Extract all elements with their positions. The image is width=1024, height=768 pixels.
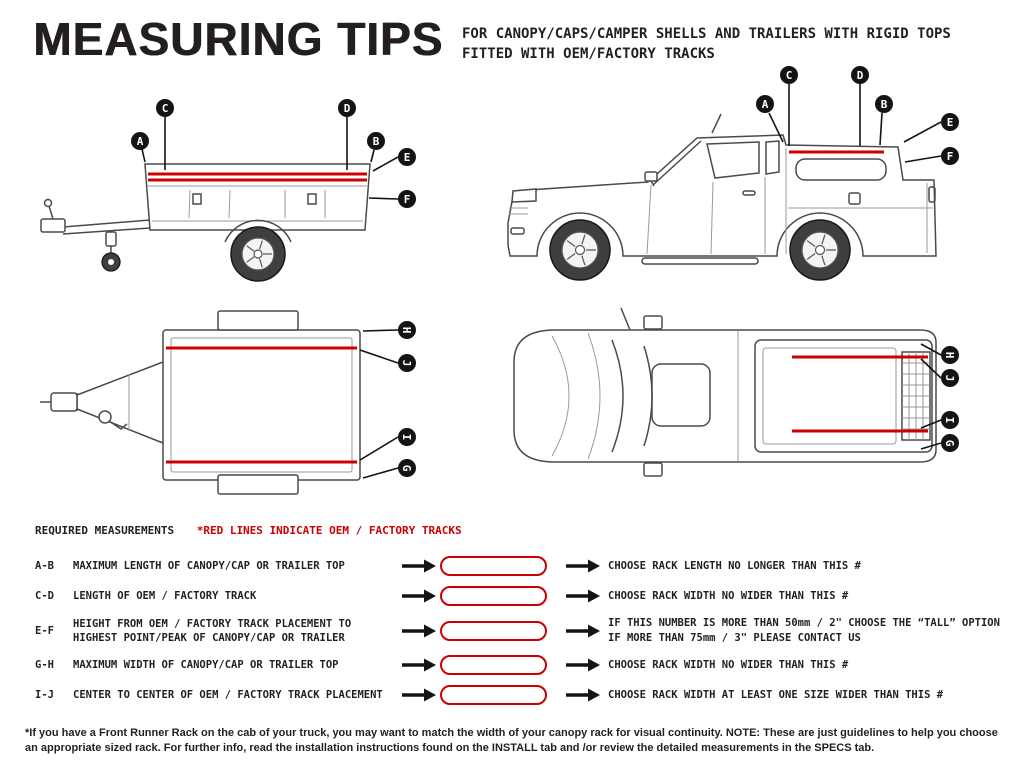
measurement-range: C-D	[35, 590, 54, 602]
label-badge-g: G	[920, 434, 959, 452]
arrow-right-icon	[398, 624, 440, 638]
svg-text:G: G	[943, 440, 956, 447]
svg-text:F: F	[404, 193, 411, 206]
arrow-right-icon	[558, 658, 608, 672]
svg-text:F: F	[947, 150, 954, 163]
svg-text:A: A	[137, 135, 144, 148]
measurement-blank-field	[440, 586, 558, 606]
label-badge-e: E	[372, 148, 416, 172]
measurement-blank-field	[440, 556, 558, 576]
svg-text:H: H	[943, 352, 956, 359]
page-subtitle: FOR CANOPY/CAPS/CAMPER SHELLS AND TRAILE…	[462, 24, 951, 65]
arrow-right-icon	[558, 559, 608, 573]
svg-text:B: B	[373, 135, 380, 148]
measurement-guideline: CHOOSE RACK WIDTH AT LEAST ONE SIZE WIDE…	[608, 689, 944, 702]
svg-text:G: G	[400, 465, 413, 472]
measurement-row-ef: E-F HEIGHT FROM OEM / FACTORY TRACK PLAC…	[35, 616, 1010, 645]
measurement-range: A-B	[35, 560, 54, 572]
measurement-description: MAXIMUM WIDTH OF CANOPY/CAP OR TRAILER T…	[73, 659, 339, 672]
label-badge-f: F	[368, 190, 416, 208]
svg-text:D: D	[344, 102, 351, 115]
trailer-wheel	[230, 226, 286, 282]
arrow-right-icon	[398, 658, 440, 672]
label-badge-h: H	[920, 343, 959, 364]
label-badge-i: I	[359, 428, 416, 461]
label-badge-b: B	[367, 132, 385, 163]
label-badge-i: I	[920, 411, 959, 429]
svg-text:J: J	[400, 360, 413, 367]
svg-text:C: C	[786, 69, 793, 82]
page-title: MEASURING TIPS	[33, 13, 444, 65]
svg-text:H: H	[400, 327, 413, 334]
arrow-right-icon	[398, 589, 440, 603]
truck-side-drawing	[507, 113, 937, 281]
measurement-guideline: IF THIS NUMBER IS MORE THAN 50mm / 2" CH…	[608, 617, 1000, 644]
measurement-blank-field	[440, 655, 558, 676]
measurement-blank-field	[440, 620, 558, 641]
trailer-top-drawing	[40, 310, 361, 495]
svg-text:D: D	[857, 69, 864, 82]
label-badge-f: F	[904, 147, 959, 165]
required-measurements-label: REQUIRED MEASUREMENTS	[35, 524, 175, 537]
label-badge-c: C	[156, 99, 174, 170]
svg-text:J: J	[943, 375, 956, 382]
measurement-row-gh: G-H MAXIMUM WIDTH OF CANOPY/CAP OR TRAIL…	[35, 655, 1010, 676]
svg-text:A: A	[762, 98, 769, 111]
truck-top-drawing	[513, 307, 937, 477]
svg-text:I: I	[943, 417, 956, 424]
measurement-range: I-J	[35, 689, 54, 702]
svg-text:C: C	[162, 102, 169, 115]
rear-wheel	[789, 219, 851, 281]
label-badge-e: E	[903, 113, 959, 143]
front-wheel	[549, 219, 611, 281]
label-badge-h: H	[362, 321, 416, 339]
truck-side-view-diagram: C D A B E F	[507, 66, 959, 281]
measurement-description: MAXIMUM LENGTH OF CANOPY/CAP OR TRAILER …	[73, 559, 345, 572]
label-badge-j: J	[359, 349, 416, 372]
svg-text:I: I	[400, 434, 413, 441]
legend-row: REQUIRED MEASUREMENTS *RED LINES INDICAT…	[35, 524, 462, 537]
arrow-right-icon	[558, 688, 608, 702]
measurement-range: E-F	[35, 624, 54, 637]
label-badge-b: B	[875, 95, 893, 146]
arrow-right-icon	[398, 688, 440, 702]
measurement-description: HEIGHT FROM OEM / FACTORY TRACK PLACEMEN…	[73, 617, 352, 644]
footnote: *If you have a Front Runner Rack on the …	[25, 727, 998, 755]
truck-top-view-diagram: H J I G	[513, 307, 959, 477]
measurement-row-ab: A-B MAXIMUM LENGTH OF CANOPY/CAP OR TRAI…	[35, 556, 1010, 576]
measurement-description: CENTER TO CENTER OF OEM / FACTORY TRACK …	[73, 689, 383, 702]
label-badge-c: C	[780, 66, 798, 146]
measurement-range: G-H	[35, 659, 54, 672]
svg-text:E: E	[404, 151, 411, 164]
subtitle-line-2: FITTED WITH OEM/FACTORY TRACKS	[462, 46, 715, 63]
trailer-side-drawing	[40, 163, 371, 282]
label-badge-d: D	[851, 66, 869, 146]
svg-text:B: B	[881, 98, 888, 111]
measurement-row-ij: I-J CENTER TO CENTER OF OEM / FACTORY TR…	[35, 685, 1010, 706]
measurement-blank-field	[440, 685, 558, 706]
measurement-description: LENGTH OF OEM / FACTORY TRACK	[73, 589, 257, 602]
arrow-right-icon	[398, 559, 440, 573]
label-badge-a: A	[131, 132, 149, 163]
measurement-guideline: CHOOSE RACK LENGTH NO LONGER THAN THIS #	[608, 559, 861, 572]
svg-text:E: E	[947, 116, 954, 129]
label-badge-g: G	[362, 459, 416, 479]
arrow-right-icon	[558, 589, 608, 603]
measurement-guideline: CHOOSE RACK WIDTH NO WIDER THAN THIS #	[608, 659, 849, 672]
trailer-top-view-diagram: H J I G	[40, 310, 416, 495]
measurement-row-cd: C-D LENGTH OF OEM / FACTORY TRACK CHOOSE…	[35, 586, 1010, 606]
label-badge-a: A	[756, 95, 784, 143]
label-badge-j: J	[920, 358, 959, 387]
subtitle-line-1: FOR CANOPY/CAPS/CAMPER SHELLS AND TRAILE…	[462, 26, 951, 42]
measurement-guideline: CHOOSE RACK WIDTH NO WIDER THAN THIS #	[608, 589, 849, 602]
measurement-table: A-B MAXIMUM LENGTH OF CANOPY/CAP OR TRAI…	[35, 556, 1010, 715]
trailer-side-view-diagram: A C D B E F	[40, 99, 416, 282]
rear-hatch-grid	[901, 351, 931, 441]
label-badge-d: D	[338, 99, 356, 170]
red-lines-note: *RED LINES INDICATE OEM / FACTORY TRACKS	[196, 524, 462, 537]
arrow-right-icon	[558, 624, 608, 638]
